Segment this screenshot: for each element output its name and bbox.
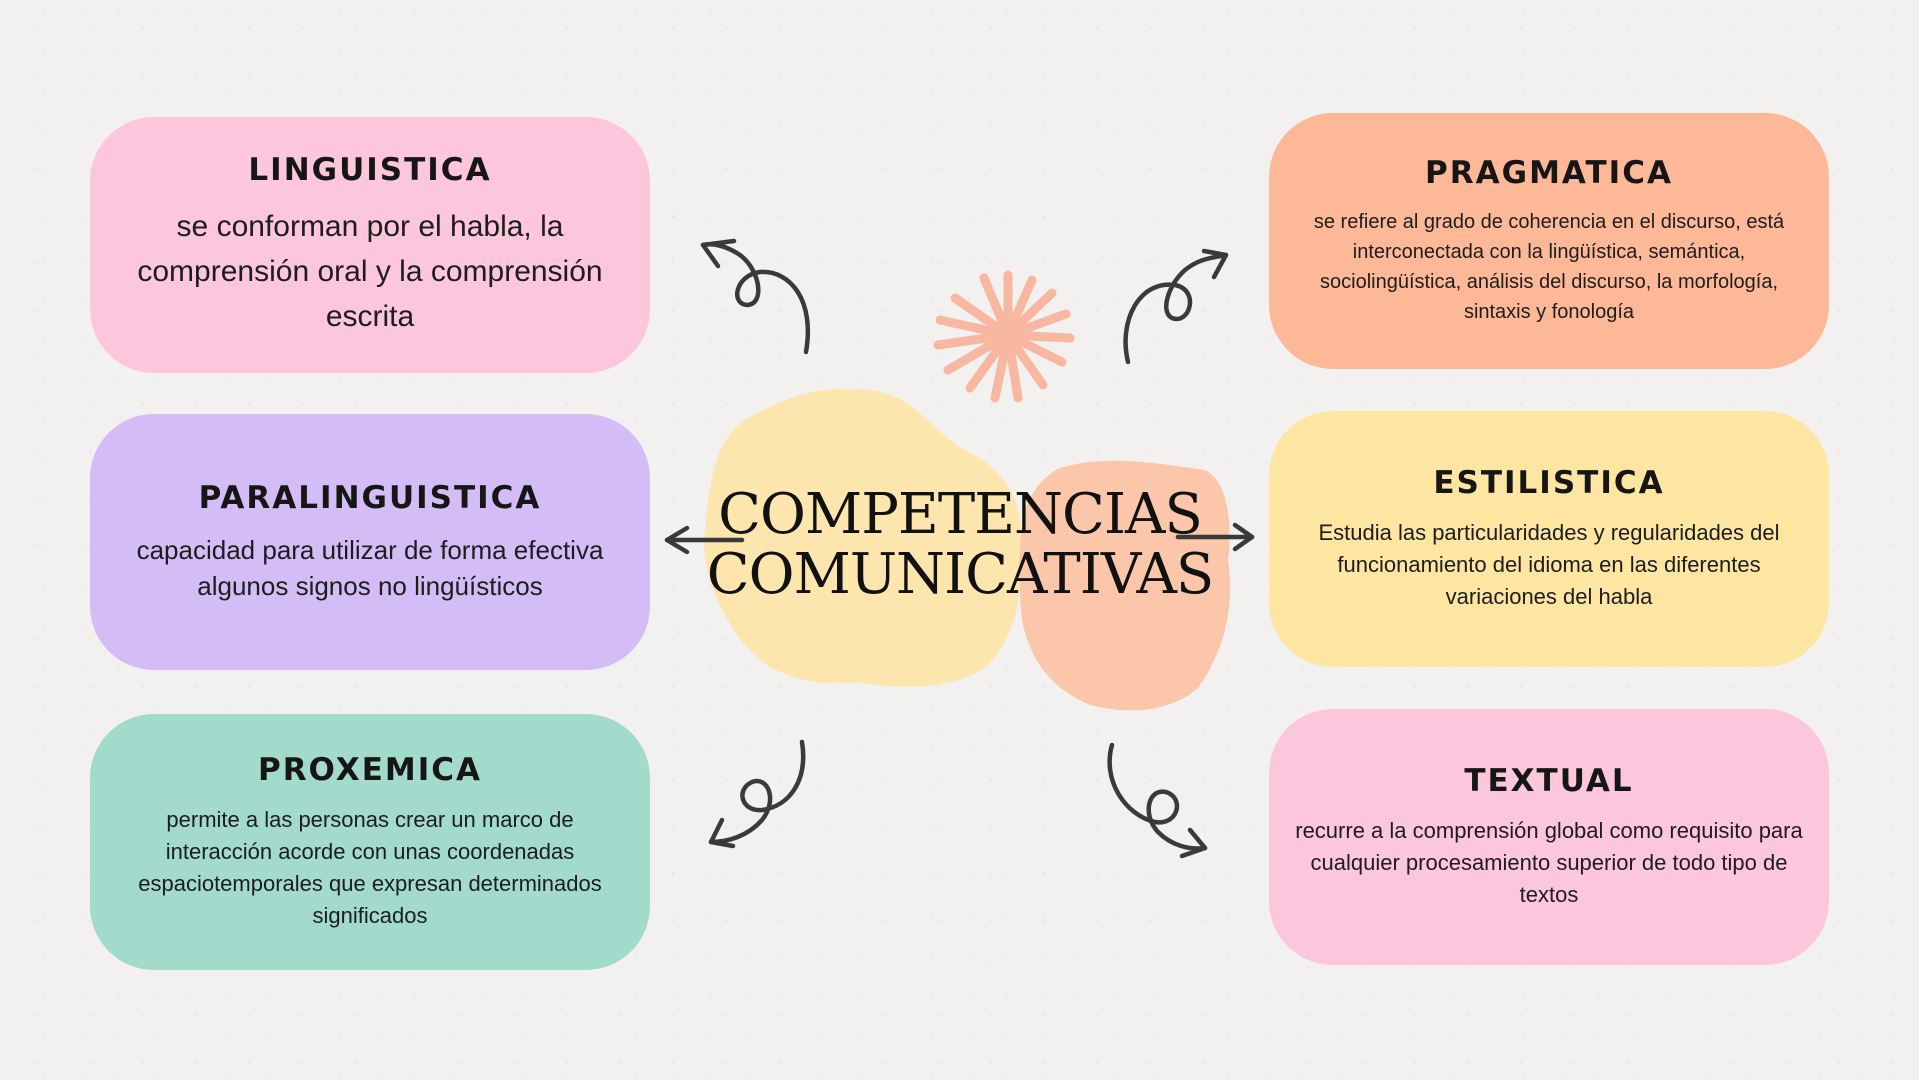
card-textual: TEXTUAL recurre a la comprensión global … (1269, 709, 1829, 965)
card-text: capacidad para utilizar de forma efectiv… (136, 535, 604, 601)
card-text: se conforman por el habla, la comprensió… (137, 209, 603, 333)
curly-arrow-icon (1123, 248, 1229, 365)
card-title: ESTILISTICA (1433, 465, 1665, 501)
center-title: COMPETENCIAS COMUNICATIVAS (700, 485, 1220, 605)
straight-arrow-icon (664, 525, 745, 555)
card-linguistica: LINGUISTICA se conforman por el habla, l… (90, 117, 650, 373)
curly-arrow-icon (708, 739, 806, 849)
card-text: se refiere al grado de coherencia en el … (1313, 211, 1785, 323)
peach-blob (1019, 460, 1231, 711)
card-text: recurre a la comprensión global como req… (1295, 818, 1803, 907)
center-title-line1: COMPETENCIAS (718, 482, 1203, 547)
card-title: LINGUISTICA (248, 151, 492, 188)
card-title: PARALINGUISTICA (198, 480, 542, 516)
card-title: PRAGMATICA (1425, 155, 1673, 191)
card-paralinguistica: PARALINGUISTICA capacidad para utilizar … (90, 414, 650, 670)
card-pragmatica: PRAGMATICA se refiere al grado de cohere… (1269, 113, 1829, 369)
card-text: Estudia las particularidades y regularid… (1318, 520, 1780, 609)
starburst-icon (933, 270, 1075, 403)
card-estilistica: ESTILISTICA Estudia las particularidades… (1269, 411, 1829, 667)
center-title-line2: COMUNICATIVAS (706, 542, 1215, 607)
curly-arrow-icon (700, 238, 811, 355)
card-text: permite a las personas crear un marco de… (138, 807, 602, 928)
straight-arrow-icon (1175, 522, 1255, 552)
yellow-blob (704, 388, 1022, 687)
curly-arrow-icon (1107, 742, 1208, 859)
card-proxemica: PROXEMICA permite a las personas crear u… (90, 714, 650, 970)
card-title: PROXEMICA (257, 752, 483, 788)
card-title: TEXTUAL (1464, 763, 1634, 799)
